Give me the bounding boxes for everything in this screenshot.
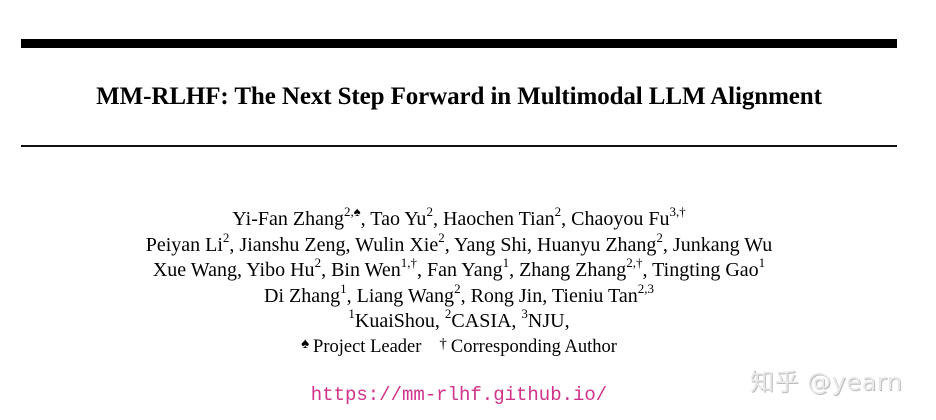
affiliation-index: 1: [348, 306, 355, 322]
author-name: Wulin Xie: [355, 233, 439, 256]
author-line-3: Xue Wang, Yibo Hu2, Bin Wen1,†, Fan Yang…: [152, 255, 766, 281]
author-name: Yibo Hu: [246, 259, 315, 281]
author-affiliation-sup: 1: [340, 280, 347, 296]
dagger-icon: †: [439, 335, 447, 352]
author-name: Di Zhang: [264, 284, 341, 307]
author-name: Chaoyou Fu: [571, 208, 670, 230]
spade-icon: ♠: [353, 204, 361, 220]
affiliation-name: CASIA: [451, 310, 512, 332]
author-line-1: Yi-Fan Zhang2,♠, Tao Yu2, Haochen Tian2,…: [232, 204, 686, 230]
title-bottom-rule: [21, 145, 897, 147]
paper-title: MM-RLHF: The Next Step Forward in Multim…: [96, 83, 822, 110]
author-name: Yang Shi: [454, 233, 527, 256]
author-affiliation-sup: 1: [502, 255, 510, 271]
author-name: Huanyu Zhang: [537, 233, 657, 256]
corresponding-author-label: Corresponding Author: [450, 336, 617, 357]
author-affiliation-sup: 2,†: [626, 255, 643, 271]
author-affiliation-sup: 2,♠: [343, 204, 361, 220]
author-affiliation-sup: 2: [426, 204, 433, 220]
author-affiliation-sup: 1: [758, 255, 766, 271]
author-line-2: Peiyan Li2, Jianshu Zeng, Wulin Xie2, Ya…: [145, 229, 773, 256]
author-line-4: Di Zhang1, Liang Wang2, Rong Jin, Tieniu…: [264, 280, 654, 307]
author-affiliation-sup: 2: [656, 229, 663, 245]
affiliation-index: 2: [444, 306, 452, 322]
author-name: Jianshu Zeng: [239, 233, 346, 256]
author-name: Rong Jin: [470, 284, 543, 307]
affiliation-name: NJU: [527, 310, 565, 332]
author-name: Liang Wang: [356, 284, 455, 307]
author-affiliation-sup: 2,3: [637, 280, 654, 296]
author-name: Tao Yu: [370, 208, 427, 230]
project-leader-label: Project Leader: [313, 336, 422, 357]
author-name: Fan Yang: [427, 259, 503, 281]
author-affiliation-sup: 2: [222, 229, 230, 245]
affiliation-name: KuaiShou: [354, 310, 435, 332]
author-affiliation-sup: 2: [314, 255, 322, 271]
author-name: Bin Wen: [331, 259, 401, 281]
affiliation-index: 3: [521, 306, 528, 322]
author-name: Junkang Wu: [672, 233, 773, 256]
zhihu-watermark: 知乎 @yearn: [750, 368, 903, 396]
author-name: Tingting Gao: [652, 259, 759, 281]
author-affiliation-sup: 2: [454, 280, 461, 296]
affiliations-line: 1KuaiShou, 2CASIA, 3NJU,: [348, 306, 570, 332]
author-affiliation-sup: 2: [438, 229, 445, 245]
author-name: Peiyan Li: [145, 233, 223, 256]
author-name: Zhang Zhang: [519, 259, 627, 281]
project-url-link[interactable]: https://mm-rlhf.github.io/: [310, 384, 608, 406]
author-name: Haochen Tian: [442, 208, 555, 230]
author-affiliation-sup: 2: [554, 204, 562, 220]
author-block: Yi-Fan Zhang2,♠, Tao Yu2, Haochen Tian2,…: [0, 204, 918, 362]
author-name: Tieniu Tan: [551, 284, 638, 307]
top-thick-rule: [21, 39, 897, 48]
author-name: Yi-Fan Zhang: [232, 208, 344, 230]
author-notes-line: ♠Project Leader †Corresponding Author: [0, 335, 918, 362]
spade-icon: ♠: [301, 335, 310, 352]
author-name: Xue Wang: [152, 259, 237, 281]
author-affiliation-sup: 3,†: [669, 204, 686, 220]
author-affiliation-sup: 1,†: [400, 255, 417, 271]
